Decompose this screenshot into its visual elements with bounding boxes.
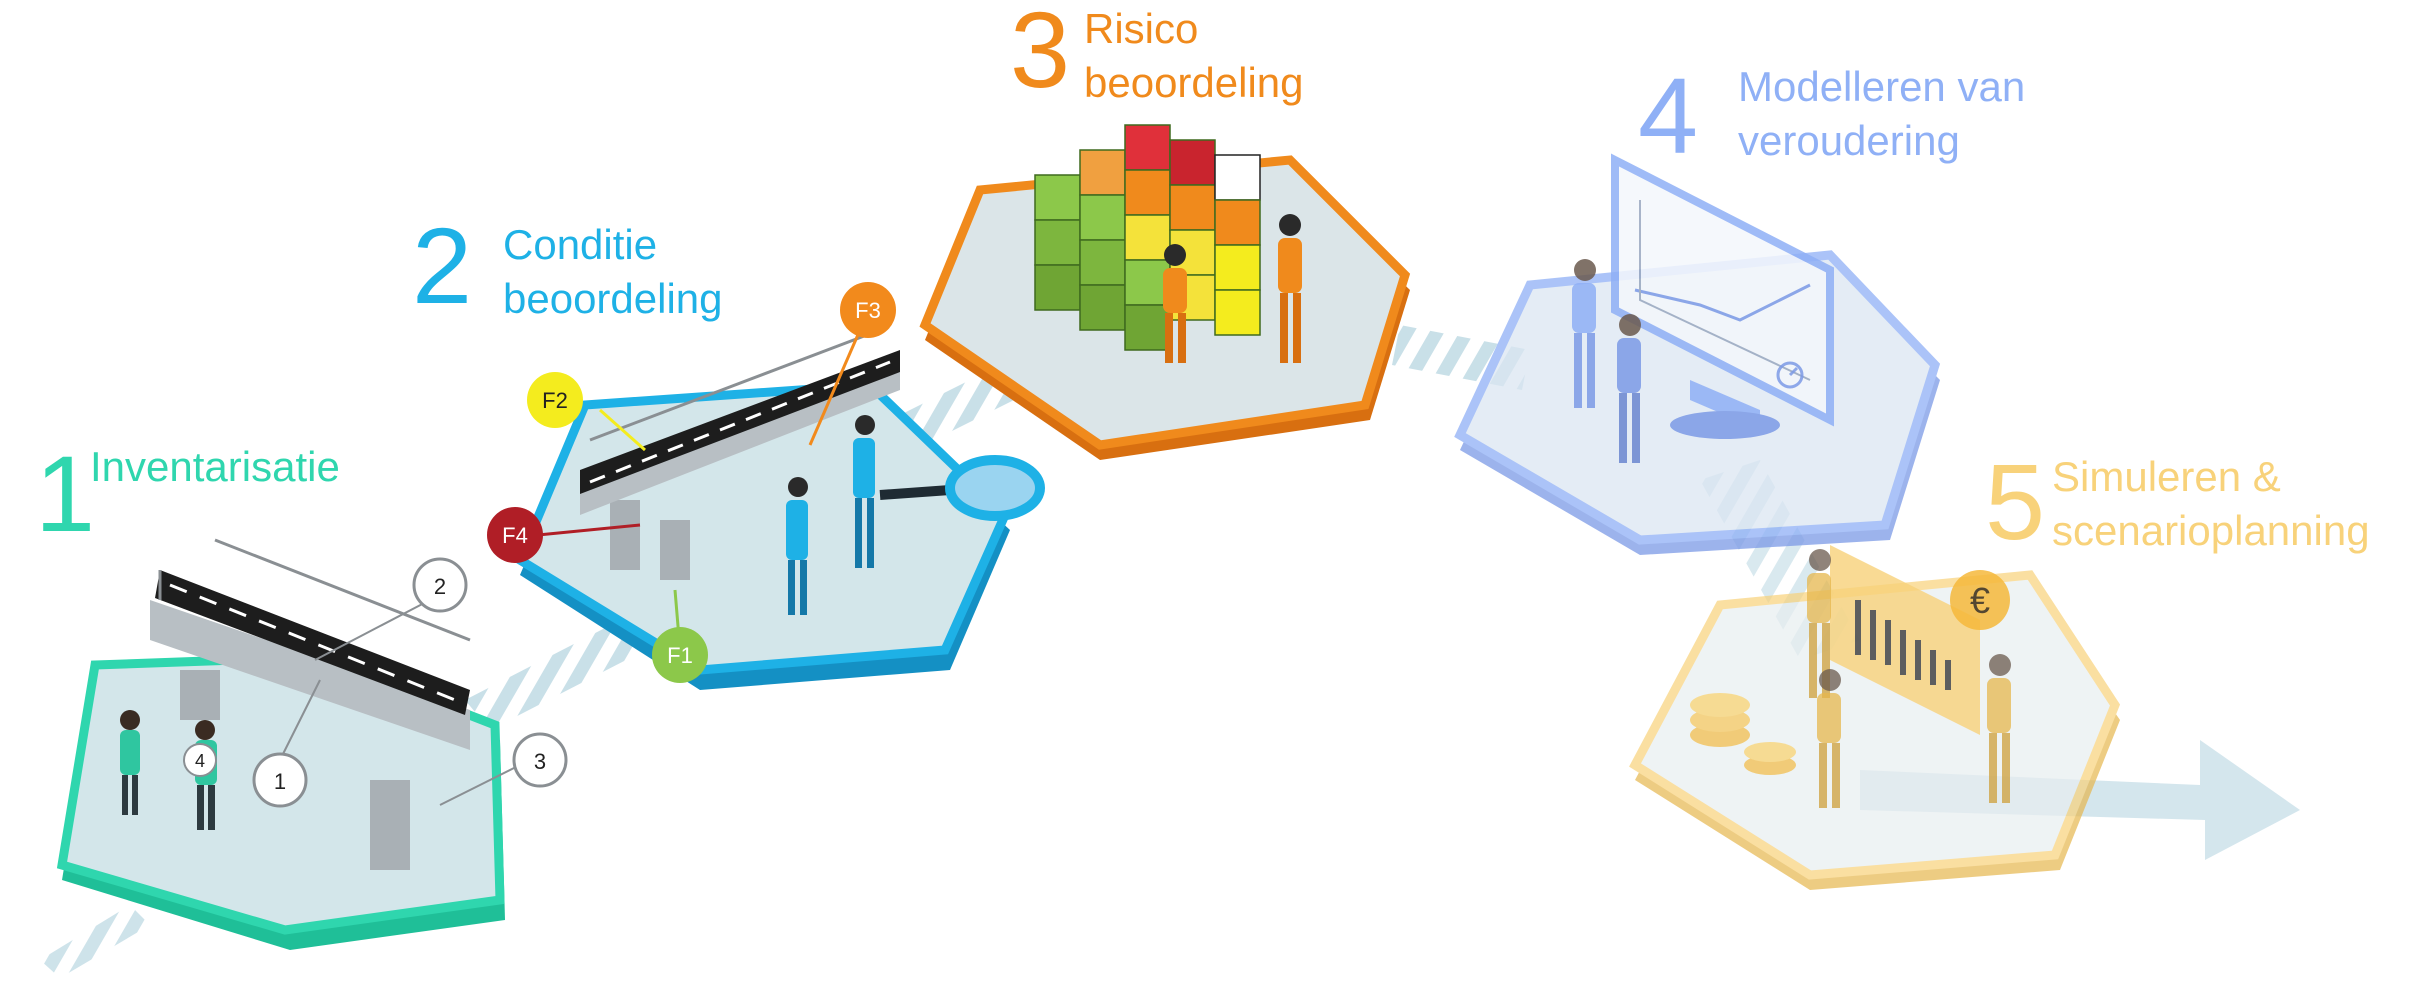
scenario-person-2 (1817, 669, 1841, 808)
inspector-person-1 (786, 477, 808, 615)
step-2-number: 2 (412, 205, 473, 326)
svg-text:3: 3 (534, 749, 546, 774)
step-2-title: Conditie beoordeling (503, 221, 723, 322)
modeller-person-2 (1617, 314, 1641, 463)
step-3-number: 3 (1010, 0, 1071, 110)
inventory-marker-1: 1 (252, 752, 308, 808)
risk-person-1 (1163, 244, 1187, 363)
monitor-chart-icon (1611, 153, 1834, 439)
scenario-person-1 (1807, 549, 1831, 698)
svg-text:2: 2 (434, 574, 446, 599)
step-4-number: 4 (1638, 55, 1699, 176)
euro-badge-icon: € (1950, 570, 2010, 630)
step-3-title: Risico beoordeling (1084, 5, 1304, 106)
condition-marker-f1: F1 (652, 627, 708, 683)
timer-icon (1776, 361, 1804, 389)
svg-text:1: 1 (274, 769, 286, 794)
step-1-number: 1 (35, 433, 96, 554)
inspector-person-2 (853, 415, 875, 568)
step-5-title: Simuleren & scenarioplanning (2052, 453, 2370, 554)
magnifier-icon (879, 455, 1045, 521)
inspection-bridge-icon (580, 328, 900, 580)
inventory-markers: 1 2 3 4 (183, 557, 568, 808)
step-1-title: Inventarisatie (90, 443, 340, 490)
scenario-person-3 (1987, 654, 2011, 803)
svg-text:F1: F1 (667, 643, 693, 668)
condition-markers: F2 F4 F3 F1 (487, 282, 896, 683)
flow-arrow-start (40, 905, 150, 978)
risk-person-2 (1278, 214, 1302, 363)
inventory-person-left (120, 710, 140, 815)
svg-text:4: 4 (195, 751, 205, 771)
step-5-number: 5 (1985, 441, 2046, 562)
inventory-marker-2: 2 (412, 557, 468, 613)
inventory-marker-3: 3 (512, 732, 568, 788)
bar-chart-board-icon (1830, 545, 1980, 735)
condition-marker-f3: F3 (840, 282, 896, 338)
risk-matrix-icon (1034, 124, 1261, 351)
step-4-title: Modelleren van veroudering (1738, 63, 2026, 164)
flow-connector-1-2 (465, 610, 665, 730)
coins-icon (1690, 693, 1796, 775)
svg-text:F2: F2 (542, 388, 568, 413)
modeller-person-1 (1572, 259, 1596, 408)
svg-text:€: € (1970, 580, 1990, 621)
svg-text:F3: F3 (855, 298, 881, 323)
bridge-icon (150, 538, 471, 870)
svg-text:F4: F4 (502, 523, 528, 548)
condition-marker-f4: F4 (487, 507, 543, 563)
condition-marker-f2: F2 (527, 372, 583, 428)
inventory-marker-4: 4 (183, 743, 217, 777)
